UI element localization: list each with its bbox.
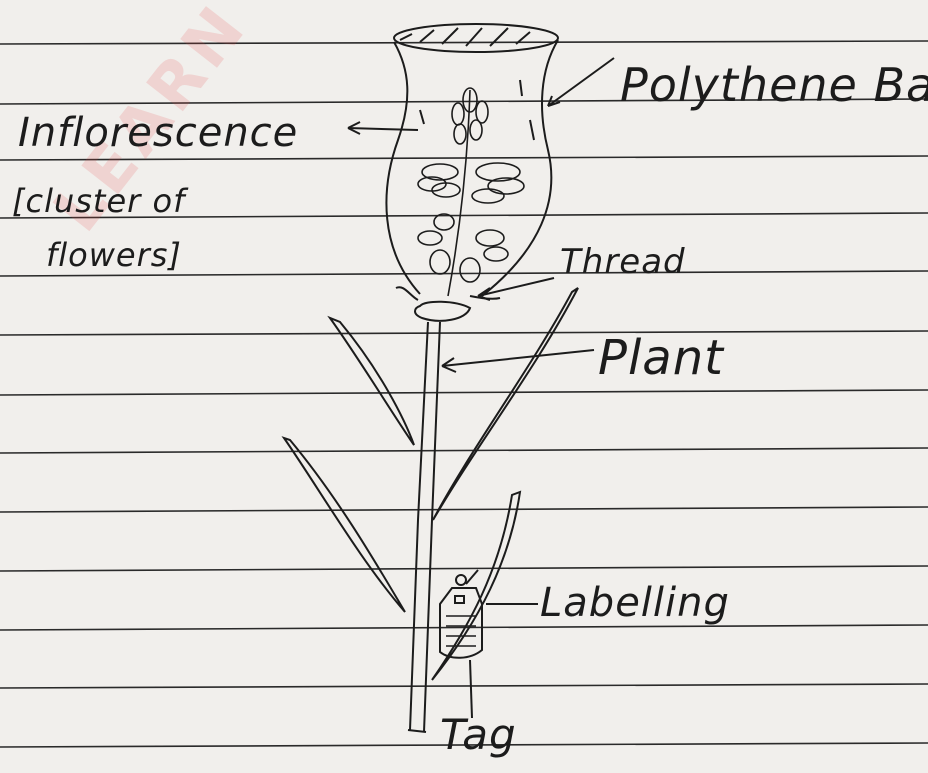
label-polythene-bag: Polythene Bag [620,58,928,112]
label-cluster-line1: [cluster of [12,182,185,220]
inflorescence [418,88,524,296]
tag [440,570,482,658]
label-plant: Plant [598,330,724,386]
label-thread: Thread [560,242,686,282]
label-inflorescence: Inflorescence [18,110,298,156]
label-labelling: Labelling [540,580,730,626]
plant-stem [408,322,440,732]
polythene-bag [386,24,558,296]
plant-leaves [284,288,578,680]
label-tag: Tag [440,710,517,759]
label-cluster-line2: flowers] [46,236,182,274]
